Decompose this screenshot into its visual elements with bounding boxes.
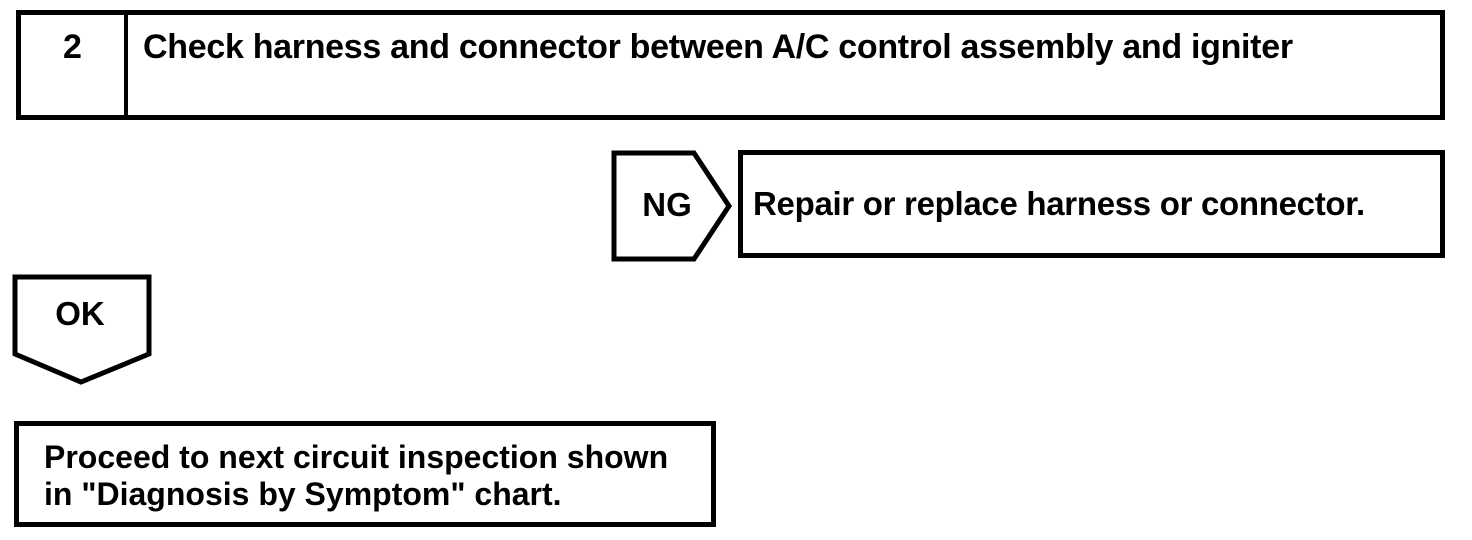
ng-action-box: Repair or replace harness or connector. xyxy=(738,150,1445,258)
ok-connector: OK xyxy=(11,273,153,386)
step-header-box: 2 Check harness and connector between A/… xyxy=(16,10,1445,120)
ng-action-text: Repair or replace harness or connector. xyxy=(753,185,1365,222)
conclusion-box: Proceed to next circuit inspection shown… xyxy=(14,421,716,527)
step-number: 2 xyxy=(21,15,128,115)
ok-label: OK xyxy=(55,295,105,332)
conclusion-line-2: in "Diagnosis by Symptom" chart. xyxy=(44,476,562,512)
ng-label: NG xyxy=(642,186,692,223)
conclusion-line-1: Proceed to next circuit inspection shown xyxy=(44,439,669,475)
ng-arrow-icon xyxy=(611,150,732,262)
ng-connector: NG xyxy=(610,148,734,264)
step-instruction: Check harness and connector between A/C … xyxy=(143,28,1293,66)
ok-arrow-icon xyxy=(12,274,152,385)
